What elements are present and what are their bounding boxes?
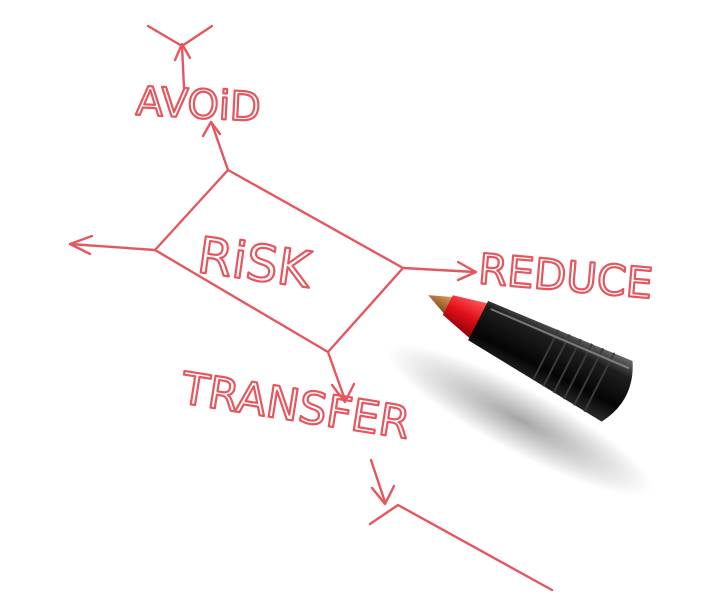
arrow-below-transfer bbox=[368, 458, 554, 592]
arrow-up-to-avoid bbox=[201, 120, 230, 172]
transfer-label: TRANSFER bbox=[177, 363, 413, 450]
reduce-label: REDUCE bbox=[476, 244, 654, 308]
arrow-right-to-reduce bbox=[401, 260, 478, 282]
pen-body bbox=[468, 300, 633, 422]
pen-grip-ridges bbox=[532, 329, 616, 413]
avoid-label: AVOiD bbox=[135, 79, 262, 131]
pen bbox=[386, 295, 654, 496]
pen-tip bbox=[442, 295, 489, 340]
arrow-top-from-avoid bbox=[146, 24, 214, 90]
pen-nib bbox=[428, 295, 455, 315]
arrow-left bbox=[68, 234, 157, 256]
arrow-down-to-transfer bbox=[326, 350, 356, 404]
pen-shadow bbox=[386, 344, 654, 496]
risk-label: RiSK bbox=[194, 226, 315, 299]
